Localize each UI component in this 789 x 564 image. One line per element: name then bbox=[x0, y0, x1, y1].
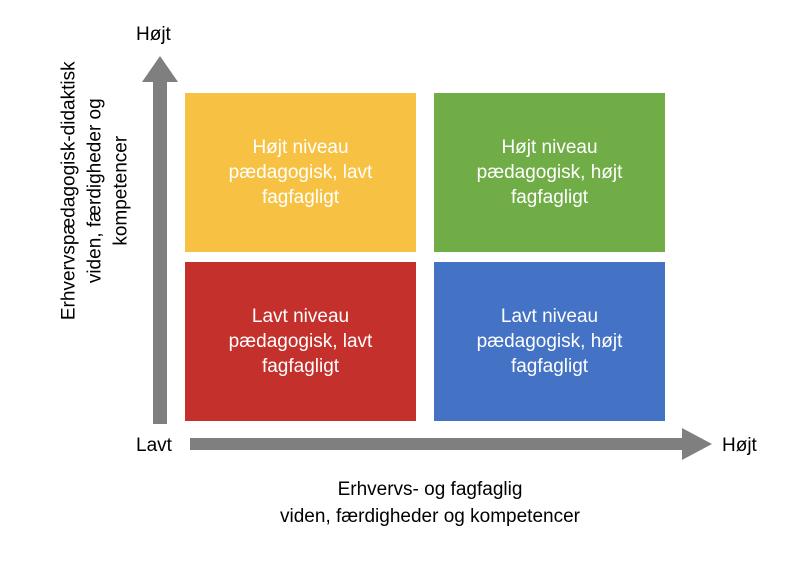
quadrant-label-line: fagfagligt bbox=[510, 356, 589, 378]
quadrant-label-line: Højt niveau bbox=[252, 136, 349, 158]
quadrant-label: Lavt niveau pædagogisk, højt fagfagligt bbox=[477, 304, 623, 379]
y-axis-title-line: kompetencer bbox=[109, 135, 131, 246]
quadrant-label-line: fagfagligt bbox=[510, 187, 589, 209]
y-axis-title-line: Erhvervspædagogisk-didaktisk bbox=[58, 61, 80, 321]
x-axis-title: Erhvervs- og fagfaglig viden, færdighede… bbox=[120, 477, 740, 531]
quadrant-label-line: Højt niveau bbox=[501, 136, 598, 158]
quadrant-label-line: fagfagligt bbox=[261, 356, 340, 378]
quadrant-label-line: Lavt niveau bbox=[500, 305, 599, 327]
arrow-up-icon bbox=[142, 56, 178, 424]
x-axis-high-label: Højt bbox=[722, 435, 757, 456]
quadrant-high-pedagogical-high-professional[interactable]: Højt niveau pædagogisk, højt fagfagligt bbox=[434, 93, 665, 252]
quadrant-label: Lavt niveau pædagogisk, lavt fagfagligt bbox=[229, 304, 373, 379]
y-axis-title-line: viden, færdigheder og bbox=[84, 98, 106, 284]
quadrant-label: Højt niveau pædagogisk, lavt fagfagligt bbox=[229, 135, 373, 210]
arrow-right-icon bbox=[190, 428, 712, 460]
quadrant-label: Højt niveau pædagogisk, højt fagfagligt bbox=[477, 135, 623, 210]
quadrant-low-pedagogical-high-professional[interactable]: Lavt niveau pædagogisk, højt fagfagligt bbox=[434, 262, 665, 421]
quadrant-grid: Højt niveau pædagogisk, lavt fagfagligt … bbox=[185, 93, 665, 421]
quadrant-label-line: fagfagligt bbox=[261, 187, 340, 209]
x-axis-title-line: Erhvervs- og fagfaglig bbox=[337, 479, 523, 500]
y-axis-high-label: Højt bbox=[136, 24, 171, 45]
quadrant-label-line: pædagogisk, højt bbox=[476, 161, 623, 183]
y-axis-title: Erhvervspædagogisk-didaktisk viden, færd… bbox=[56, 0, 133, 391]
y-axis-low-label: Lavt bbox=[136, 435, 172, 456]
x-axis-title-line: viden, færdigheder og kompetencer bbox=[280, 505, 580, 527]
quadrant-label-line: pædagogisk, lavt bbox=[228, 161, 373, 183]
quadrant-label-line: pædagogisk, lavt bbox=[228, 330, 373, 352]
quadrant-low-pedagogical-low-professional[interactable]: Lavt niveau pædagogisk, lavt fagfagligt bbox=[185, 262, 416, 421]
quadrant-label-line: pædagogisk, højt bbox=[476, 330, 623, 352]
quadrant-high-pedagogical-low-professional[interactable]: Højt niveau pædagogisk, lavt fagfagligt bbox=[185, 93, 416, 252]
quadrant-label-line: Lavt niveau bbox=[251, 305, 350, 327]
